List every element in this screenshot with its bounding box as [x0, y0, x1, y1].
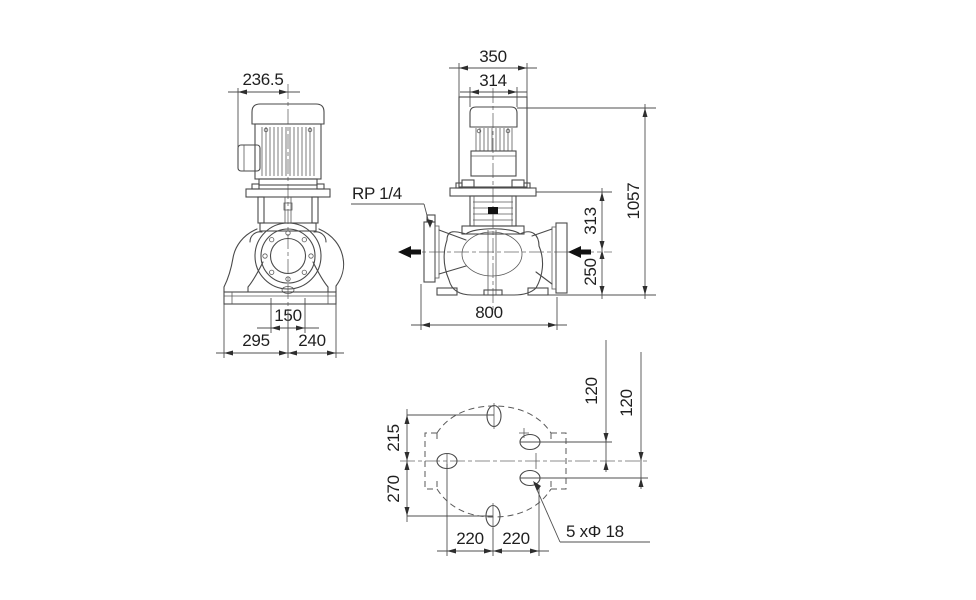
terminal-box — [237, 144, 261, 172]
port-label: RP 1/4 — [352, 184, 402, 203]
dim-total-height: 1057 — [624, 104, 648, 299]
dim-label-215: 215 — [384, 424, 403, 451]
dim-label-250: 250 — [581, 258, 600, 285]
base-plate — [223, 291, 337, 305]
stool-column-left — [257, 196, 265, 224]
flow-arrow-inlet — [568, 246, 591, 258]
dim-label-120-lower: 120 — [617, 389, 636, 416]
stool-column-right — [311, 196, 319, 224]
dim-heights: 313 250 — [581, 188, 605, 299]
motor-foot — [511, 179, 525, 188]
dim-label-236-5: 236.5 — [242, 70, 283, 89]
pump-foot-center — [483, 289, 503, 296]
dim-motor-width-side: 314 — [460, 71, 527, 107]
stool-lower-flange — [461, 225, 525, 235]
fan-cover-side — [469, 106, 518, 128]
volute-legs — [223, 228, 345, 293]
dim-label-350: 350 — [479, 47, 506, 66]
dim-base-offsets: 215 270 — [384, 409, 494, 522]
motor-fan-cover — [251, 103, 325, 125]
motor-foot — [461, 179, 475, 188]
dim-label-240: 240 — [298, 331, 325, 350]
stool-top-flange — [245, 188, 331, 198]
bolt-holes — [436, 404, 541, 528]
front-view: 236.5 150 295 240 — [216, 70, 345, 358]
dim-base-length: 800 — [411, 284, 567, 330]
volute-outer — [254, 222, 322, 290]
bolt-nub — [455, 182, 463, 189]
terminal-box-side — [470, 150, 517, 177]
holes-callout: 5 xΦ 18 — [533, 481, 650, 543]
flange-bolt-holes — [262, 230, 314, 282]
dim-label-313: 313 — [581, 207, 600, 234]
volute-inner — [461, 231, 523, 277]
suction-eye — [269, 237, 307, 275]
dim-label-314: 314 — [479, 71, 506, 90]
bottom-view: 215 270 120 120 220 220 — [384, 340, 650, 556]
shaft-coupling — [283, 202, 293, 211]
dim-label-800: 800 — [475, 303, 502, 322]
dim-label-270: 270 — [384, 475, 403, 502]
motor-fins — [261, 127, 315, 176]
rp-quarter-label: RP 1/4 — [351, 184, 433, 228]
flow-arrow-outlet — [398, 246, 421, 258]
shaft-mark — [488, 207, 498, 214]
dim-label-220-right: 220 — [502, 529, 529, 548]
dim-flange-width: 350 — [449, 47, 537, 97]
motor-fins-side — [475, 128, 513, 151]
bolt-nub — [523, 182, 531, 189]
dim-motor-width-front: 236.5 — [228, 70, 300, 168]
drain-plug — [281, 286, 295, 294]
base-outline-hidden — [424, 405, 567, 518]
bolt-nub — [316, 183, 325, 190]
discharge-flange — [555, 222, 568, 294]
dim-label-220-left: 220 — [456, 529, 483, 548]
dim-label-120-upper: 120 — [582, 377, 601, 404]
pump-foot — [436, 287, 458, 296]
dim-hole-offsets: 120 120 — [582, 340, 644, 489]
bolt-nub — [251, 183, 260, 190]
side-view: RP 1/4 350 314 — [351, 47, 656, 330]
motor-base — [258, 178, 318, 186]
dim-bolt-pitch: 220 220 — [437, 464, 549, 556]
dim-label-1057: 1057 — [624, 183, 643, 220]
volute-side-body — [443, 228, 544, 296]
motor-cowl — [458, 96, 528, 188]
holes-label: 5 xΦ 18 — [566, 522, 624, 541]
pump-foot — [527, 287, 549, 296]
dim-label-295: 295 — [242, 331, 269, 350]
flange-ring — [260, 228, 316, 284]
dim-base-widths: 295 240 — [216, 304, 344, 358]
